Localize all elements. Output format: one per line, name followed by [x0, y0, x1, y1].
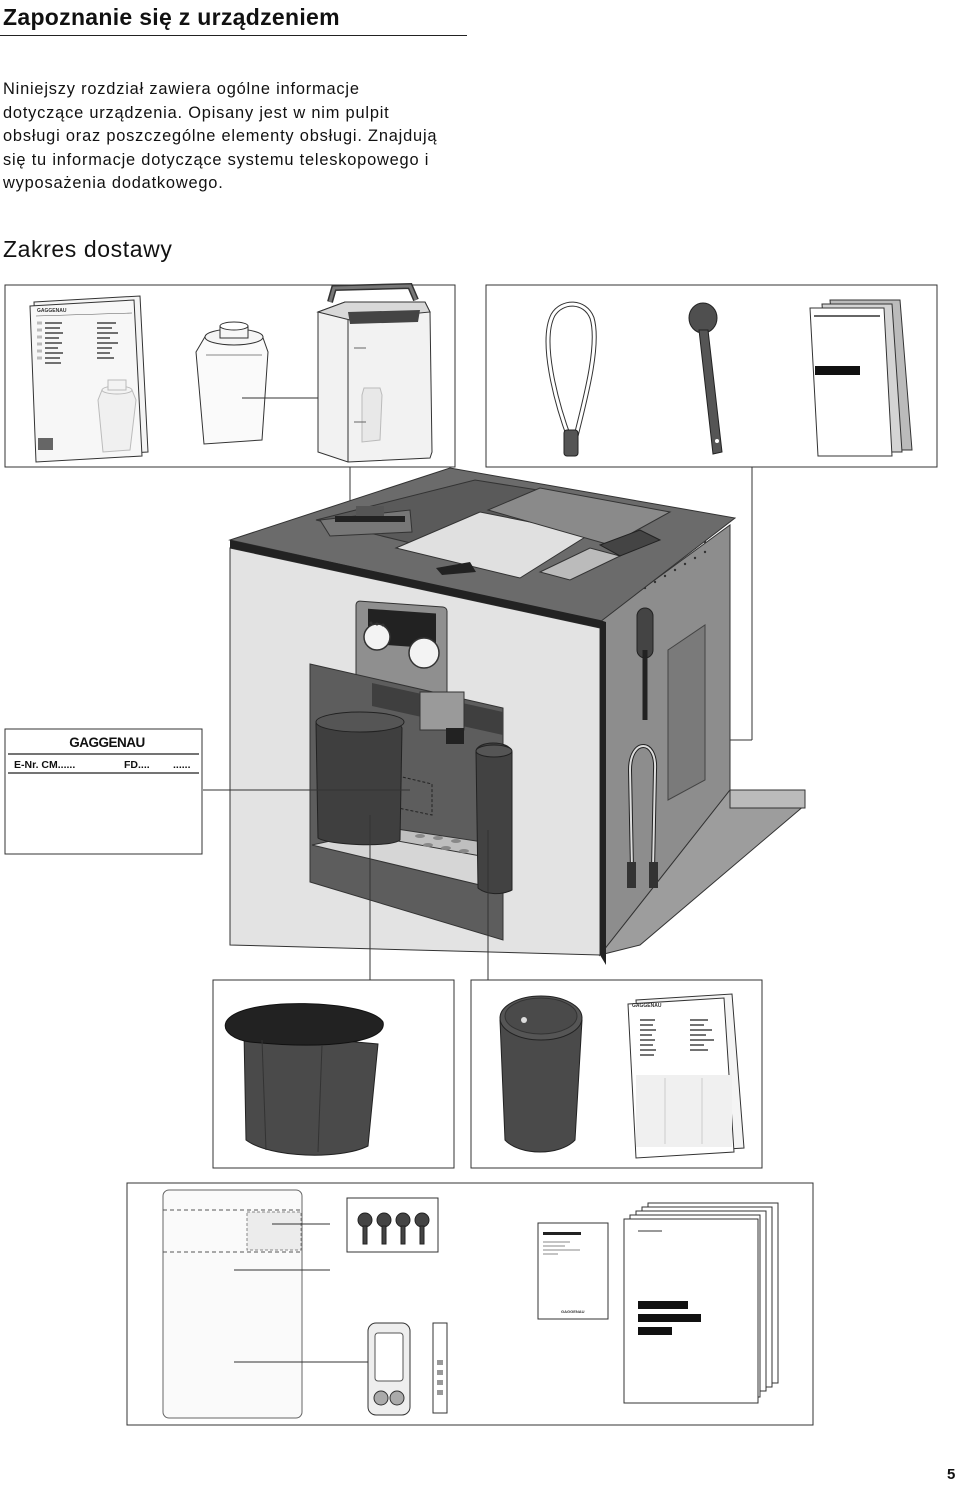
test-strip-illustration	[432, 1322, 448, 1414]
milk-tube-illustration	[545, 301, 597, 457]
delivery-scope-illustration: GAGGENAU	[4, 282, 938, 1426]
accessory-bag-illustration	[162, 1189, 370, 1419]
nameplate-enr: E-Nr. CM......	[14, 759, 75, 771]
svg-text:GAGGENAU: GAGGENAU	[561, 1309, 585, 1314]
installation-sheet-illustration: GAGGENAU	[537, 1222, 609, 1320]
remote-display-illustration	[367, 1322, 411, 1416]
title-rule	[0, 35, 467, 36]
nameplate-fd: FD....	[124, 759, 150, 771]
nameplate-brand: GAGGENAU	[69, 735, 145, 750]
svg-text:GAGGENAU: GAGGENAU	[632, 1003, 662, 1009]
manual-booklet-illustration: GAGGENAU	[29, 295, 149, 463]
measuring-spoon-illustration	[688, 302, 723, 455]
nameplate-dots: ......	[173, 759, 191, 771]
page-title: Zapoznanie się z urządzeniem	[3, 4, 340, 30]
milk-container-manual-illustration: GAGGENAU	[627, 993, 745, 1159]
milk-container-illustration	[499, 995, 583, 1153]
intro-line: obsługi oraz poszczególne elementy obsłu…	[3, 127, 438, 145]
manual-stack-illustration	[623, 1202, 779, 1404]
grounds-container-illustration	[224, 1003, 384, 1156]
screws-illustration	[346, 1197, 439, 1253]
intro-line: Niniejszy rozdział zawiera ogólne inform…	[3, 80, 360, 98]
intro-paragraph: Niniejszy rozdział zawiera ogólne inform…	[3, 78, 473, 196]
water-filter-illustration	[195, 321, 269, 445]
page-number: 5	[947, 1466, 956, 1483]
quick-guide-booklet-illustration	[809, 299, 913, 457]
nameplate-box	[4, 728, 203, 855]
intro-line: się tu informacje dotyczące systemu tele…	[3, 150, 430, 169]
manual-brand: GAGGENAU	[37, 308, 67, 314]
intro-line: dotyczące urządzenia. Opisany jest w nim…	[3, 103, 390, 122]
section-title: Zakres dostawy	[3, 236, 173, 262]
water-tank-illustration	[316, 282, 433, 463]
intro-line: wyposażenia dodatkowego.	[3, 174, 224, 192]
coffee-machine-illustration	[228, 467, 806, 965]
